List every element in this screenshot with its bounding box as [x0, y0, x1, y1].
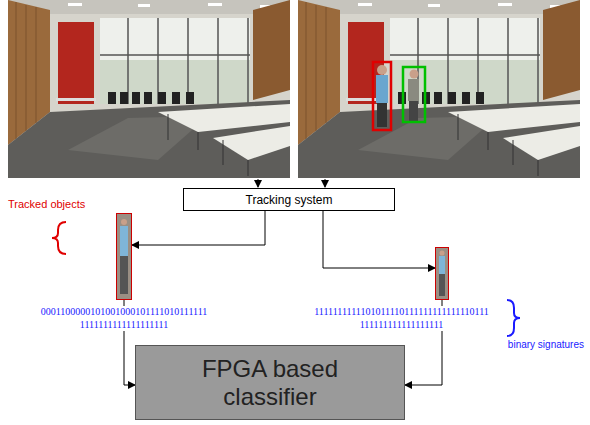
process-box: Tracking system	[183, 188, 395, 211]
connector-arrow	[323, 211, 435, 268]
classifier-box: FPGA based classifier	[135, 345, 405, 420]
node-text: Tracking system	[246, 193, 333, 207]
tracked-object: 1111111111101011110111111111111110111 11…	[435, 247, 449, 300]
group-label: binary signatures	[508, 339, 584, 350]
tracked-object: 0001100000101001000101111010111111 11111…	[116, 213, 132, 300]
node-text: 1111111111101011110111111111111110111 11…	[299, 306, 504, 331]
group-label: Tracked objects	[8, 198, 85, 210]
node-text: FPGA based classifier	[185, 355, 355, 410]
connector-arrow	[132, 211, 265, 245]
node-text: 0001100000101001000101111010111111 11111…	[29, 306, 219, 331]
